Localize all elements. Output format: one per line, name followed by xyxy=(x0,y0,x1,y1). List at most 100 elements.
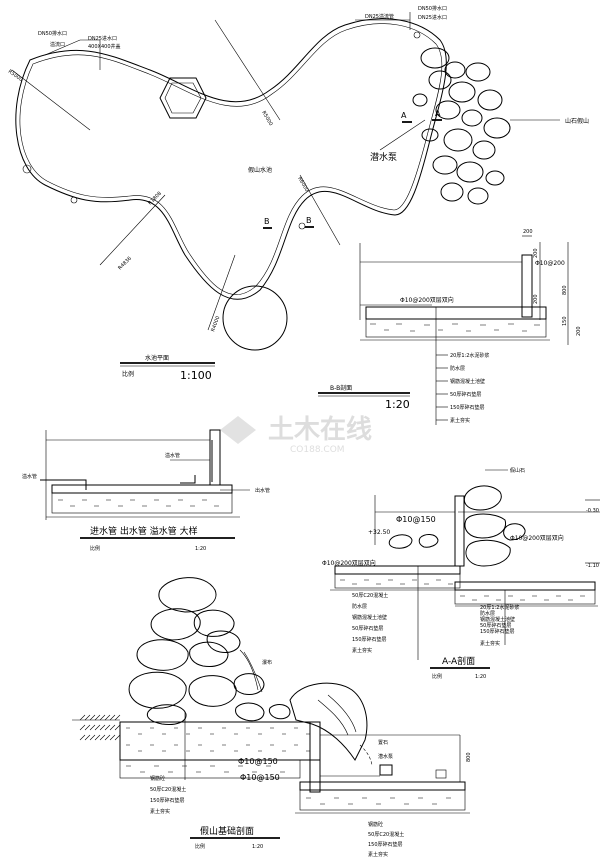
aa-rebar-b: Φ10@200双层双向 xyxy=(510,534,564,542)
hexagon-well-inner xyxy=(164,82,202,114)
callout-cover: 400X400井盖 xyxy=(88,43,121,50)
aa-elev-left: +32.50 xyxy=(368,529,390,536)
plan-scale-label: 比例 xyxy=(122,370,134,378)
plan-rockery-label: 山石假山 xyxy=(565,117,589,125)
rockery-stones xyxy=(128,577,291,725)
callout-overflow-right: DN25溢流管 xyxy=(365,13,394,20)
aa-rebar-c: Φ10@200双层双向 xyxy=(322,559,376,567)
rockery-dim-label: 800 xyxy=(466,752,472,762)
plan-scale-value: 1:100 xyxy=(180,369,212,382)
rk-left-layer-4: 素土夯实 xyxy=(150,808,170,815)
bb-gravel-texture xyxy=(370,323,540,332)
bb-title: B-B剖面 xyxy=(330,384,352,392)
plan-center-label: 假山水池 xyxy=(248,166,272,174)
rockery-layer-notes-left: 钢筋砼 50厚C20混凝土 150厚碎石垫层 素土夯实 xyxy=(150,775,186,815)
bb-dims xyxy=(522,235,569,345)
pipe-title: 进水管 出水管 溢水管 大样 xyxy=(90,525,198,537)
rockery-scale-label: 比例 xyxy=(195,843,205,850)
rk-left-layer-2: 50厚C20混凝土 xyxy=(150,786,186,793)
rk-right-layer-3: 150厚碎石垫层 xyxy=(368,841,403,848)
aa-right-layer-2: 防水层 xyxy=(480,610,495,617)
aa-right-layer-6: 素土夯实 xyxy=(480,640,500,647)
aa-left-layer-6: 素土夯实 xyxy=(352,647,372,654)
rockery-water-label: 瀑布 xyxy=(262,659,272,666)
rockery-gravel xyxy=(126,765,285,773)
rockery-pump-label: 潜水泵 xyxy=(378,753,393,760)
bb-base xyxy=(365,306,547,320)
aa-rocks xyxy=(388,485,526,567)
aa-right-layer-1: 20厚1:2水泥砂浆 xyxy=(480,604,519,611)
aa-elev-right: -1.10 xyxy=(586,563,599,569)
rockery-plan-stones xyxy=(412,47,511,205)
bb-rebar-top: Φ10@200 xyxy=(535,260,565,267)
bb-dim-top: 200 xyxy=(523,229,533,235)
aa-scale-label: 比例 xyxy=(432,673,442,680)
rockery-rebar-b: Φ10@150 xyxy=(240,773,280,782)
rockery-layer-notes-right: 钢筋砼 50厚C20混凝土 150厚碎石垫层 素土夯实 xyxy=(368,821,404,858)
aa-title: A-A剖面 xyxy=(442,655,475,667)
section-mark-b1: B xyxy=(264,217,270,226)
aa-left-layer-3: 钢筋混凝土池壁 xyxy=(352,614,387,621)
aa-elev-top: -0.30 xyxy=(586,508,599,514)
callout-inlet: DN25进水口 xyxy=(88,35,117,42)
bb-scale-value: 1:20 xyxy=(385,398,410,411)
radius-label-2: R5000 xyxy=(260,110,273,127)
watermark: 土木在线 CO188.COM xyxy=(220,415,372,455)
rockery-section: 瀑布 Φ10@150 Φ10@150 潜水泵 置石 800 钢筋砼 50厚C20… xyxy=(72,577,472,858)
section-marks: A A B B xyxy=(263,109,442,229)
callout-overflow: 溢流口 xyxy=(50,41,65,48)
watermark-brand: 土木在线 xyxy=(268,415,372,445)
section-mark-a1: A xyxy=(401,111,407,120)
rockery-title: 假山基础剖面 xyxy=(200,825,254,837)
pump-box xyxy=(379,764,393,776)
rockery-right-stone xyxy=(289,682,368,761)
pipe-outlet-label: 出水管 xyxy=(255,487,270,494)
bb-layer-notes: 20厚1:2水泥砂浆 防水层 钢筋混凝土池壁 50厚碎石垫层 150厚碎石垫层 … xyxy=(436,352,489,424)
aa-right-layer-5: 150厚碎石垫层 xyxy=(480,628,515,635)
pipe-scale-label: 比例 xyxy=(90,545,100,552)
bb-layer-3: 钢筋混凝土池壁 xyxy=(450,378,485,385)
plan-title: 水池平面 xyxy=(145,354,169,362)
aa-scale-value: 1:20 xyxy=(475,674,486,680)
round-platform xyxy=(222,285,288,351)
bb-wall xyxy=(521,254,533,318)
bb-dim-5: 200 xyxy=(533,294,539,304)
aa-right-layer-4: 50厚碎石垫层 xyxy=(480,622,511,629)
aa-rock-label: 假山石 xyxy=(510,467,525,474)
plan-leaders xyxy=(11,12,560,331)
plan-pump-label: 潜水泵 xyxy=(370,151,397,163)
radius-label-5: R6000 xyxy=(296,176,309,193)
bb-layer-4: 50厚碎石垫层 xyxy=(450,391,481,398)
aa-left-layer-1: 50厚C20混凝土 xyxy=(352,592,388,599)
radius-label-4: R4000 xyxy=(210,315,221,332)
bb-layer-2: 防水层 xyxy=(450,365,465,372)
aa-left-layer-4: 50厚碎石垫层 xyxy=(352,625,383,632)
pipe-gravel xyxy=(58,499,219,507)
bb-dim-4: 200 xyxy=(576,326,582,336)
rockery-pool-gravel xyxy=(306,797,451,805)
section-mark-b2: B xyxy=(306,216,312,225)
watermark-logo-icon xyxy=(220,416,256,444)
aa-right-layer-3: 钢筋混凝土池壁 xyxy=(480,616,515,623)
plan-markers xyxy=(22,31,421,230)
pipe-detail: 溢水管 溢水管 出水管 进水管 出水管 溢水管 大样 比例 1:20 xyxy=(22,429,270,552)
bb-dim-1: 200 xyxy=(533,248,539,258)
radius-label-6: R4836 xyxy=(117,256,133,272)
aa-wall xyxy=(454,495,465,567)
rk-right-layer-1: 钢筋砼 xyxy=(368,821,383,828)
rk-left-layer-3: 150厚碎石垫层 xyxy=(150,797,185,804)
section-mark-a2: A xyxy=(435,109,441,118)
rockery-scale-value: 1:20 xyxy=(252,844,263,850)
bb-section: 200 200 800 150 200 200 Φ10@200 Φ10@200双… xyxy=(318,229,582,425)
pool-outline-outer xyxy=(15,18,447,300)
aa-section: 假山石 -0.30 -1.10 +32.50 Φ10@150 Φ10@200双层… xyxy=(322,467,600,680)
aa-left-layer-5: 150厚碎石垫层 xyxy=(352,636,387,643)
waterfall-stream xyxy=(239,649,263,693)
pool-plan: A A B B DN50排水口 DN25进水口 溢流口 400X400井盖 DN… xyxy=(7,5,589,382)
bb-layer-1: 20厚1:2水泥砂浆 xyxy=(450,352,489,359)
rk-right-layer-2: 50厚C20混凝土 xyxy=(368,831,404,838)
rockery-rebar-a: Φ10@150 xyxy=(238,757,278,766)
pool-outline-inner xyxy=(19,23,443,295)
pipe-scale-value: 1:20 xyxy=(195,546,206,552)
